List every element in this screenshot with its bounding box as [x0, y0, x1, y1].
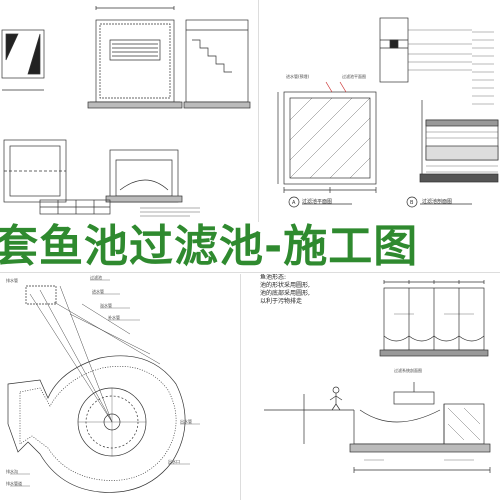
design-notes: 鱼池形态: 池的形状采用圆形, 池的底部采用圆形, 以利于污物排走 [260, 274, 310, 305]
panel-divider-vertical-bottom [240, 274, 241, 500]
section-marker-b: B [410, 200, 414, 206]
label-drain-pipe: 排水管 [6, 277, 18, 283]
filter-system-sections: 过滤系统剖面图 [264, 280, 491, 473]
label-makeup-pipe: 补水管 [108, 314, 120, 320]
panel-divider-horizontal [0, 272, 500, 273]
label-outlet: 出水口 [168, 458, 180, 464]
title-banner: 套鱼池过滤池-施工图 [0, 222, 500, 272]
callout-plan-title: 过滤池平面图 [342, 73, 366, 79]
label-drain-ditch: 排水沟 [6, 468, 18, 474]
caption-plan-a: 过滤池平面图 [302, 198, 332, 205]
construction-drawing-top-left [1, 6, 251, 217]
label-filter-pool: 过滤池 [90, 274, 102, 280]
label-outlet-pipe: 出水管 [180, 418, 192, 424]
drawing-panel-top-left [0, 0, 258, 222]
drawing-panel-bottom-left: 过滤池 排水管 进水管 溢水管 补水管 出水管 出水口 排水沟 排水管道 [0, 274, 240, 500]
panel-divider-vertical-top [258, 0, 259, 222]
label-drain-line: 排水管道 [6, 480, 22, 486]
callout-inlet-pipe: 进水管(预埋) [286, 73, 310, 79]
drawing-panel-bottom-right: 鱼池形态: 池的形状采用圆形, 池的底部采用圆形, 以利于污物排走 [244, 274, 500, 500]
caption-filter-system-section: 过滤系统剖面图 [394, 367, 422, 373]
label-inlet-pipe: 进水管 [92, 288, 104, 294]
caption-section-b: 过滤池剖面图 [422, 198, 452, 205]
koi-pond-plan: 过滤池 排水管 进水管 溢水管 补水管 出水管 出水口 排水沟 排水管道 [6, 274, 200, 493]
filter-pool-plan-and-section: 进水管(预埋) 过滤池平面图 A 过滤池平面图 B 过滤池剖面图 [277, 17, 499, 208]
banner-title: 套鱼池过滤池-施工图 [0, 222, 419, 272]
drawing-panel-top-right: 进水管(预埋) 过滤池平面图 A 过滤池平面图 B 过滤池剖面图 [262, 0, 500, 222]
section-marker-a: A [292, 200, 296, 206]
label-overflow-pipe: 溢水管 [100, 302, 112, 308]
